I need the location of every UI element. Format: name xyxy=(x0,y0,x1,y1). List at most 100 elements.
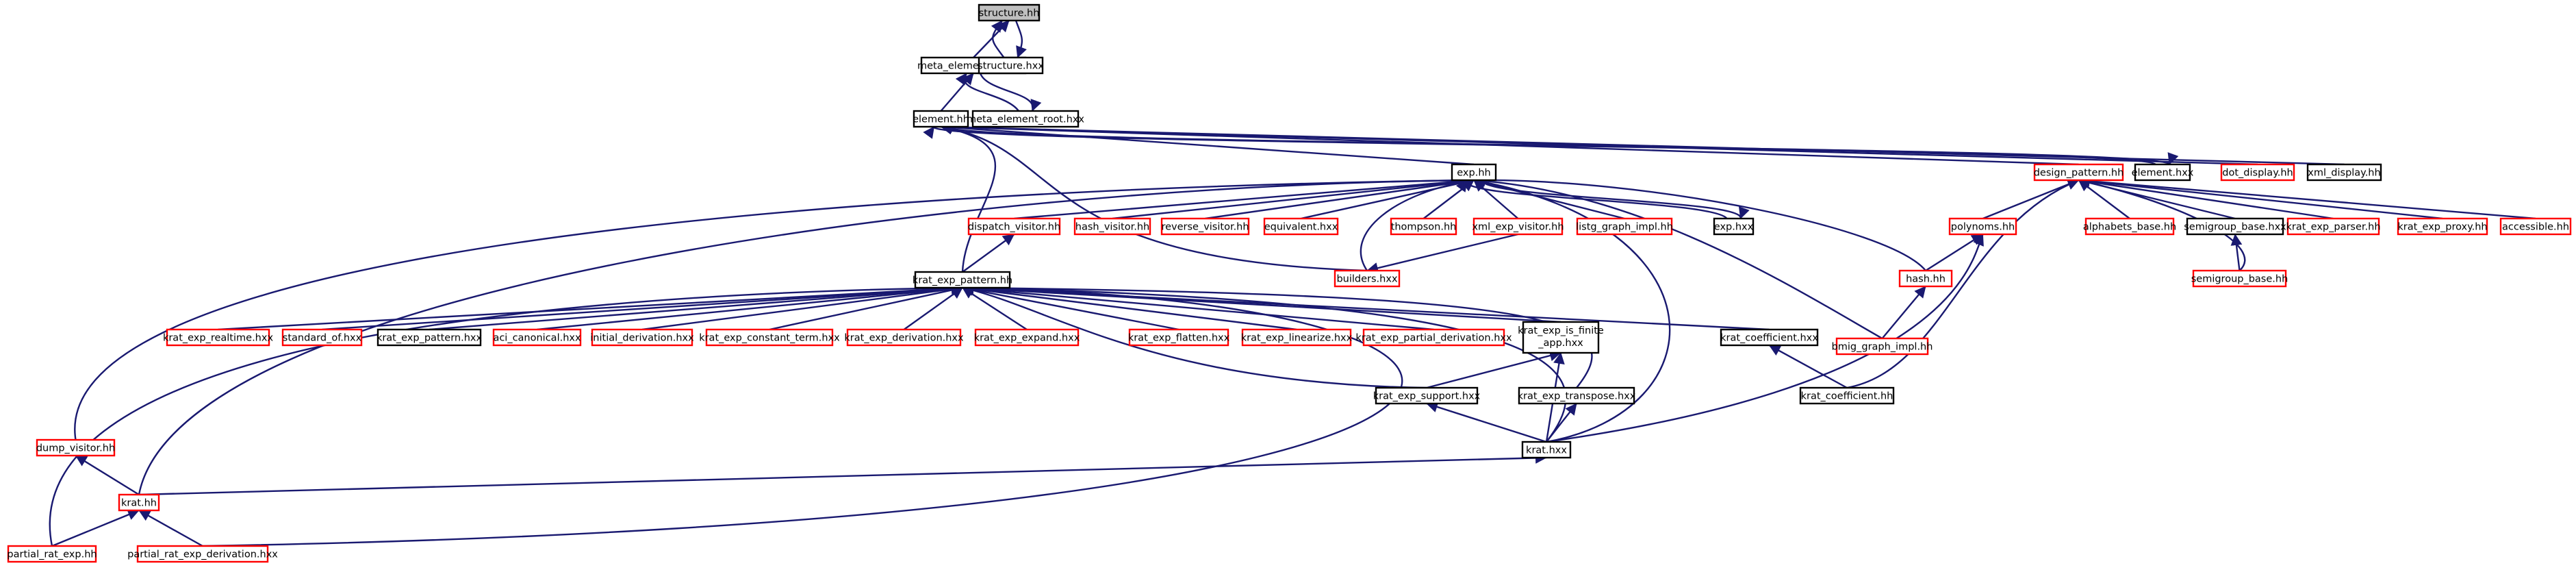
file-node-dispatch-visitor-hh[interactable]: dispatch_visitor.hh xyxy=(967,217,1061,236)
file-node-krat-exp-partial-derivation-hxx[interactable]: krat_exp_partial_derivation.hxx xyxy=(1355,328,1512,347)
file-node-krat-coefficient-hh[interactable]: krat_coefficient.hh xyxy=(1799,386,1895,405)
file-node-listg-graph-impl-hh[interactable]: listg_graph_impl.hh xyxy=(1576,217,1673,236)
dependency-edge xyxy=(940,121,2345,166)
file-node-aci-canonical-hxx[interactable]: aci_canonical.hxx xyxy=(492,328,582,347)
node-box xyxy=(2397,217,2488,236)
node-label: meta_element_root.hxx xyxy=(967,114,1084,125)
node-label: accessible.hh xyxy=(2502,222,2569,233)
file-node-hash-hh[interactable]: hash.hh xyxy=(1898,269,1953,288)
node-box xyxy=(978,3,1041,22)
file-node-exp-hh[interactable]: exp.hh xyxy=(1451,163,1497,182)
file-node-dot-display-hh[interactable]: dot_display.hh xyxy=(2220,163,2295,182)
node-label: krat_exp_partial_derivation.hxx xyxy=(1355,333,1512,344)
file-node-xml-display-hh[interactable]: xml_display.hh xyxy=(2306,163,2382,182)
file-node-krat-exp-linearize-hxx[interactable]: krat_exp_linearize.hxx xyxy=(1241,328,1353,347)
dependency-edge xyxy=(1982,179,2080,220)
dependency-edge xyxy=(962,234,1015,273)
file-node-semigroup-base-hxx[interactable]: semigroup_base.hxx xyxy=(2184,217,2286,236)
file-node-structure-hxx[interactable]: structure.hxx xyxy=(978,56,1044,75)
node-label: krat_exp_pattern.hxx xyxy=(377,333,483,344)
file-node-exp-hxx[interactable]: exp.hxx xyxy=(1713,217,1755,236)
file-node-alphabets-base-hh[interactable]: alphabets_base.hh xyxy=(2083,217,2176,236)
file-node-krat-exp-proxy-hh[interactable]: krat_exp_proxy.hh xyxy=(2397,217,2488,236)
file-node-accessible-hh[interactable]: accessible.hh xyxy=(2499,217,2572,236)
node-box xyxy=(1898,269,1953,288)
file-node-reverse-visitor-hh[interactable]: reverse_visitor.hh xyxy=(1160,217,1250,236)
file-node-bmig-graph-impl-hh[interactable]: bmig_graph_impl.hh xyxy=(1832,337,1933,356)
dependency-edge xyxy=(1015,20,1027,58)
node-label: initial_derivation.hxx xyxy=(590,333,694,344)
dependency-edge xyxy=(1881,286,1926,339)
dependency-edge xyxy=(49,282,963,547)
file-node-krat-exp-flatten-hxx[interactable]: krat_exp_flatten.hxx xyxy=(1128,328,1230,347)
dependency-edge xyxy=(962,282,1593,388)
node-box xyxy=(1334,269,1401,288)
node-box xyxy=(1713,217,1755,236)
file-node-partial-rat-exp-hh[interactable]: partial_rat_exp.hh xyxy=(7,545,97,563)
node-label: krat_exp_transpose.hxx xyxy=(1518,391,1636,402)
file-node-krat-exp-is-finite-app-hxx[interactable]: krat_exp_is_finite _app.hxx xyxy=(1518,321,1604,354)
node-box xyxy=(846,328,962,347)
file-node-krat-exp-realtime-hxx[interactable]: krat_exp_realtime.hxx xyxy=(163,328,273,347)
dependency-edge xyxy=(202,282,1403,547)
dependency-edge xyxy=(138,509,203,547)
node-box xyxy=(1521,441,1572,459)
node-box xyxy=(971,110,1080,128)
node-label: equivalent.hxx xyxy=(1264,222,1338,233)
file-node-meta-element-root-hxx[interactable]: meta_element_root.hxx xyxy=(967,110,1084,128)
file-node-krat-coefficient-hxx[interactable]: krat_coefficient.hxx xyxy=(1720,328,1818,347)
node-box xyxy=(36,438,116,457)
dependency-edge xyxy=(962,283,1434,331)
node-label: xml_exp_visitor.hh xyxy=(1472,222,1564,233)
node-label: _app.hxx xyxy=(1538,338,1583,349)
node-label: krat_exp_is_finite xyxy=(1518,325,1604,336)
file-node-polynoms-hh[interactable]: polynoms.hh xyxy=(1948,217,2017,236)
dependency-edge xyxy=(1426,349,1561,389)
node-label: krat_coefficient.hxx xyxy=(1720,333,1818,344)
dependency-edge xyxy=(1479,179,1750,219)
file-node-element-hh[interactable]: element.hh xyxy=(913,110,969,128)
node-box xyxy=(1835,337,1929,356)
file-node-krat-exp-parser-hh[interactable]: krat_exp_parser.hh xyxy=(2286,217,2381,236)
dependency-edge xyxy=(962,283,1297,331)
file-node-krat-exp-support-hxx[interactable]: krat_exp_support.hxx xyxy=(1373,386,1481,405)
file-node-initial-derivation-hxx[interactable]: initial_derivation.hxx xyxy=(590,328,694,347)
dependency-edge xyxy=(138,452,1547,496)
file-node-equivalent-hxx[interactable]: equivalent.hxx xyxy=(1263,217,1339,236)
file-node-hash-visitor-hh[interactable]: hash_visitor.hh xyxy=(1073,217,1151,236)
file-node-krat-exp-expand-hxx[interactable]: krat_exp_expand.hxx xyxy=(974,328,1080,347)
node-label: builders.hxx xyxy=(1336,274,1397,285)
file-node-krat-hxx[interactable]: krat.hxx xyxy=(1521,441,1572,459)
node-label: exp.hh xyxy=(1457,168,1490,179)
node-label: krat.hxx xyxy=(1526,445,1567,456)
node-box xyxy=(1451,163,1497,182)
node-box xyxy=(136,545,269,563)
node-box xyxy=(1263,217,1339,236)
file-node-dump-visitor-hh[interactable]: dump_visitor.hh xyxy=(36,438,116,457)
file-node-krat-exp-transpose-hxx[interactable]: krat_exp_transpose.hxx xyxy=(1518,386,1636,405)
file-node-standard-of-hxx[interactable]: standard_of.hxx xyxy=(281,328,363,347)
file-node-krat-exp-pattern-hh[interactable]: krat_exp_pattern.hh xyxy=(913,271,1012,289)
file-node-design-pattern-hh[interactable]: design_pattern.hh xyxy=(2034,163,2124,182)
node-box xyxy=(1241,328,1352,347)
dependency-edge xyxy=(940,123,1368,272)
file-node-builders-hxx[interactable]: builders.hxx xyxy=(1334,269,1401,288)
node-label: design_pattern.hh xyxy=(2034,168,2124,179)
dependency-edge xyxy=(2078,176,2334,220)
file-node-krat-exp-pattern-hxx[interactable]: krat_exp_pattern.hxx xyxy=(377,328,483,347)
file-node-semigroup-base-hh[interactable]: semigroup_base.hh xyxy=(2191,269,2288,288)
node-label: krat_exp_support.hxx xyxy=(1373,391,1481,402)
file-node-element-hxx[interactable]: element.hxx xyxy=(2132,163,2194,182)
node-label: aci_canonical.hxx xyxy=(493,333,581,344)
file-node-partial-rat-exp-derivation-hxx[interactable]: partial_rat_exp_derivation.hxx xyxy=(127,545,278,563)
file-node-krat-exp-constant-term-hxx[interactable]: krat_exp_constant_term.hxx xyxy=(699,328,840,347)
file-node-krat-hh[interactable]: krat.hh xyxy=(118,493,160,512)
file-node-thompson-hh[interactable]: thompson.hh xyxy=(1390,217,1457,236)
dependency-edge xyxy=(1546,234,1984,443)
dependency-edge xyxy=(1426,401,1547,443)
node-box xyxy=(492,328,582,347)
dependency-edge xyxy=(940,73,974,112)
file-node-krat-exp-derivation-hxx[interactable]: krat_exp_derivation.hxx xyxy=(844,328,964,347)
node-label: krat_exp_flatten.hxx xyxy=(1128,333,1230,344)
file-node-xml-exp-visitor-hh[interactable]: xml_exp_visitor.hh xyxy=(1472,217,1564,236)
